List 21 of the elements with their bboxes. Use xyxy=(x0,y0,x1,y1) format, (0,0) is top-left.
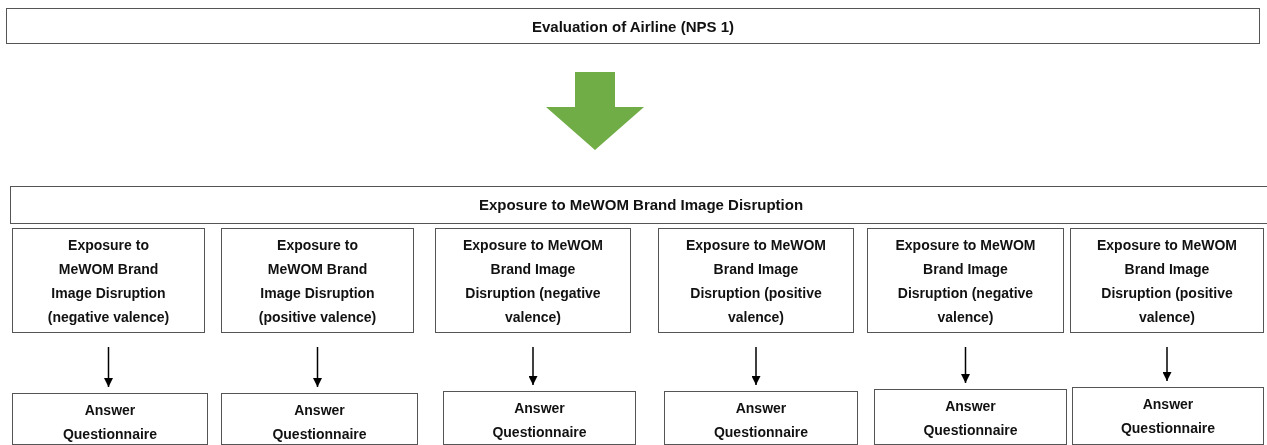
step-box: Answer Questionnaire xyxy=(443,391,636,445)
arrow xyxy=(104,346,113,388)
block-arrow xyxy=(546,72,644,150)
header-box: Evaluation of Airline (NPS 1) xyxy=(6,8,1260,44)
arrow xyxy=(313,346,322,388)
arrow xyxy=(1162,346,1172,382)
step-box: Answer Questionnaire xyxy=(1072,387,1264,445)
step-box: Answer Questionnaire xyxy=(874,389,1067,445)
condition-box: Exposure to MeWOM Brand Image Disruption (positive valence) xyxy=(221,228,414,333)
step-box: Answer Questionnaire xyxy=(12,393,208,445)
condition-box: Exposure to MeWOM Brand Image Disruption (negative valence) xyxy=(867,228,1064,333)
step-box: Answer Questionnaire xyxy=(664,391,858,445)
arrow xyxy=(528,346,538,386)
step-box: Answer Questionnaire xyxy=(221,393,418,445)
condition-box: Exposure to MeWOM Brand Image Disruption (positive valence) xyxy=(1070,228,1264,333)
condition-box: Exposure to MeWOM Brand Image Disruption (negative valence) xyxy=(12,228,205,333)
arrow xyxy=(751,346,761,386)
condition-box: Exposure to MeWOM Brand Image Disruption (negative valence) xyxy=(435,228,631,333)
condition-box: Exposure to MeWOM Brand Image Disruption (positive valence) xyxy=(658,228,854,333)
header-box: Exposure to MeWOM Brand Image Disruption xyxy=(10,186,1267,224)
arrow xyxy=(961,346,970,384)
